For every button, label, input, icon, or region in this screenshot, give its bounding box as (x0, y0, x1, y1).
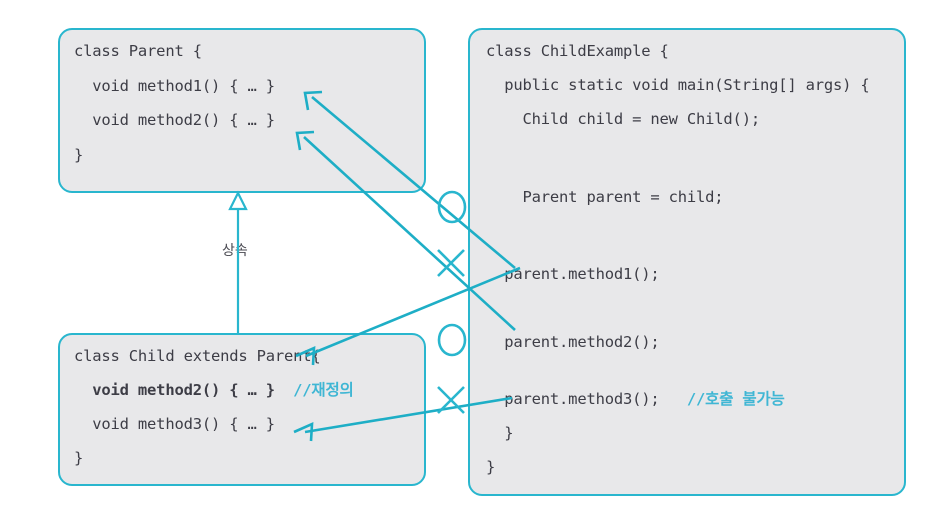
child-line-close: } (74, 449, 84, 467)
inheritance-triangle-head (228, 190, 248, 211)
example-line-upcast: Parent parent = child; (486, 188, 724, 206)
example-line-call-method3: parent.method3(); //호출 불가능 (486, 390, 785, 408)
example-line-new-child: Child child = new Child(); (486, 110, 761, 128)
example-line-main: public static void main(String[] args) { (486, 76, 870, 94)
child-method2-code: void method2() { … } (74, 381, 294, 399)
parent-class-box: class Parent { void method1() { … } void… (58, 28, 426, 193)
example-class-box: class ChildExample { public static void … (468, 28, 906, 496)
example-line-call-method1: parent.method1(); (486, 265, 660, 283)
example-line-close-class: } (486, 458, 496, 476)
cross-marker-upper (437, 249, 465, 277)
parent-line-method1: void method1() { … } (74, 77, 275, 95)
child-line-header: class Child extends Parent{ (74, 347, 321, 365)
example-line-call-method2: parent.method2(); (486, 333, 660, 351)
example-call3-code: parent.method3(); (486, 390, 687, 408)
child-class-box: class Child extends Parent{ void method2… (58, 333, 426, 486)
parent-line-close: } (74, 146, 84, 164)
circle-marker-upper (437, 190, 467, 224)
example-line-header: class ChildExample { (486, 42, 669, 60)
inheritance-arrow (228, 190, 248, 333)
parent-line-header: class Parent { (74, 42, 202, 60)
child-line-method3: void method3() { … } (74, 415, 275, 433)
inheritance-label: 상속 (222, 243, 248, 259)
cross-marker-lower (437, 386, 465, 414)
circle-marker-lower (437, 323, 467, 357)
example-call3-comment: //호출 불가능 (686, 390, 785, 408)
parent-line-method2: void method2() { … } (74, 111, 275, 129)
example-line-close-main: } (486, 424, 514, 442)
child-line-method2: void method2() { … } //재정의 (74, 381, 354, 399)
child-method2-comment: //재정의 (293, 381, 354, 399)
